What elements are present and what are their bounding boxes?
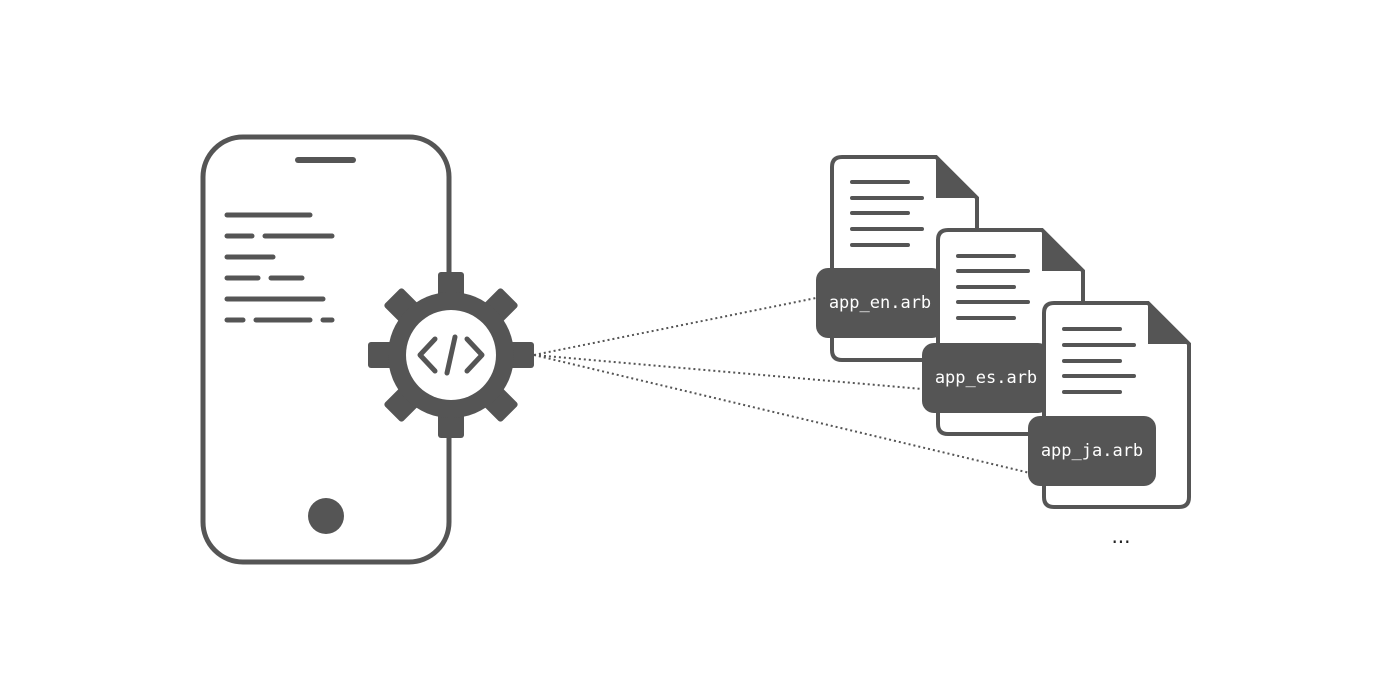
file-label-en: app_en.arb xyxy=(829,293,931,313)
file-card-en: app_en.arb xyxy=(816,155,979,362)
page-fold xyxy=(1042,230,1083,271)
page-fold xyxy=(1148,303,1189,344)
file-label-es: app_es.arb xyxy=(935,368,1037,388)
page-fold xyxy=(936,157,977,198)
document-text-lines xyxy=(956,254,1030,320)
document-text-lines xyxy=(1062,327,1136,394)
file-label-box-en xyxy=(816,268,944,338)
text-lines-icon xyxy=(224,212,335,323)
file-label-box-es xyxy=(922,343,1050,413)
gear-icon xyxy=(368,272,534,438)
file-label-box-ja xyxy=(1028,416,1156,486)
more-files-indicator: ... xyxy=(1111,524,1130,548)
file-label-ja: app_ja.arb xyxy=(1041,441,1143,461)
document-text-lines xyxy=(850,180,924,247)
connector-line-en xyxy=(533,297,817,356)
code-brackets-icon xyxy=(417,334,485,376)
home-button-icon xyxy=(308,498,344,534)
file-card-ja: app_ja.arb xyxy=(1028,301,1191,509)
